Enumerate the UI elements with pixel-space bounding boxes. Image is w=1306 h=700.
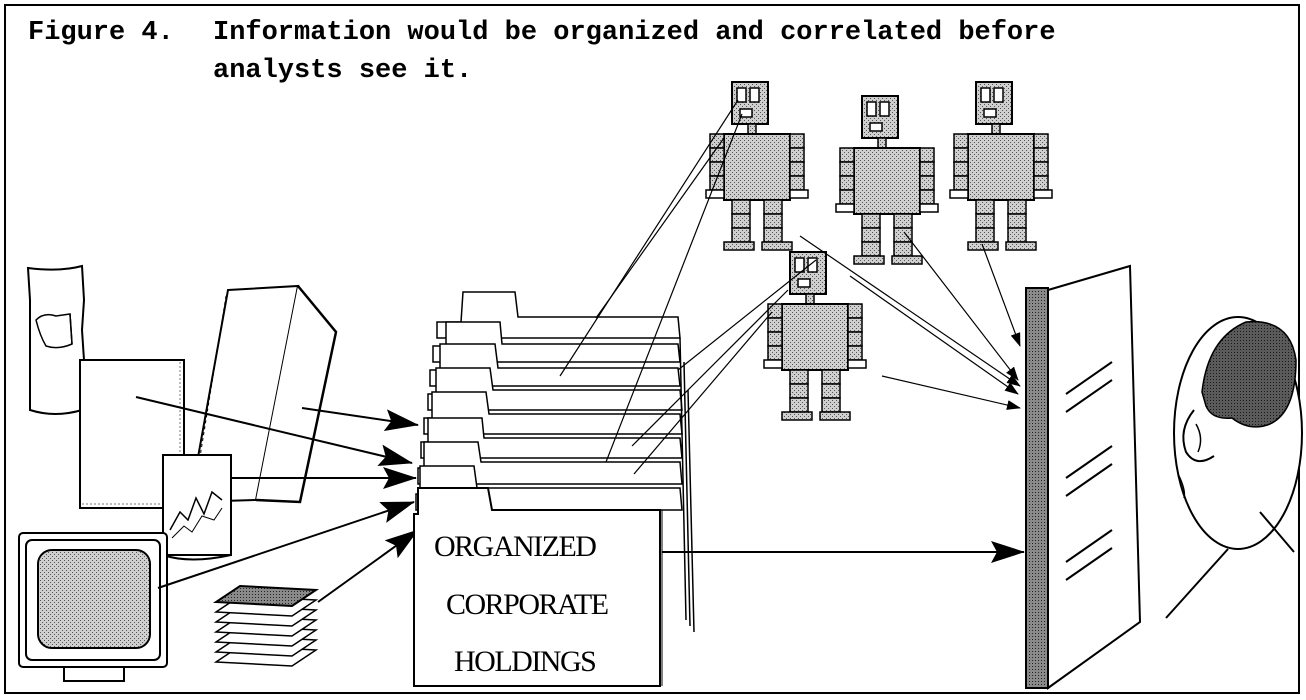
chart-page-icon — [162, 454, 232, 561]
notebook-icon — [188, 284, 338, 504]
robot-arrows — [799, 231, 1021, 410]
robot-links — [559, 99, 817, 475]
folder-label-line-1: ORGANIZED — [434, 530, 596, 563]
robot-icon — [835, 95, 939, 265]
computer-monitor-icon — [18, 532, 168, 682]
folder-label-line-3: HOLDINGS — [454, 645, 595, 678]
figure-label: Figure 4. — [28, 18, 174, 48]
analyst-head-icon — [1165, 316, 1303, 619]
caption-line-2: analysts see it. — [213, 56, 473, 86]
display-board-icon — [1025, 264, 1142, 690]
folder-stack — [413, 291, 695, 687]
source-arrows — [135, 396, 419, 603]
card-stack-icon — [212, 584, 320, 667]
folder-label-line-2: CORPORATE — [446, 588, 608, 621]
robot-icon — [949, 81, 1053, 251]
caption-line-1: Information would be organized and corre… — [213, 18, 1056, 48]
paper-bag-icon — [26, 264, 86, 415]
